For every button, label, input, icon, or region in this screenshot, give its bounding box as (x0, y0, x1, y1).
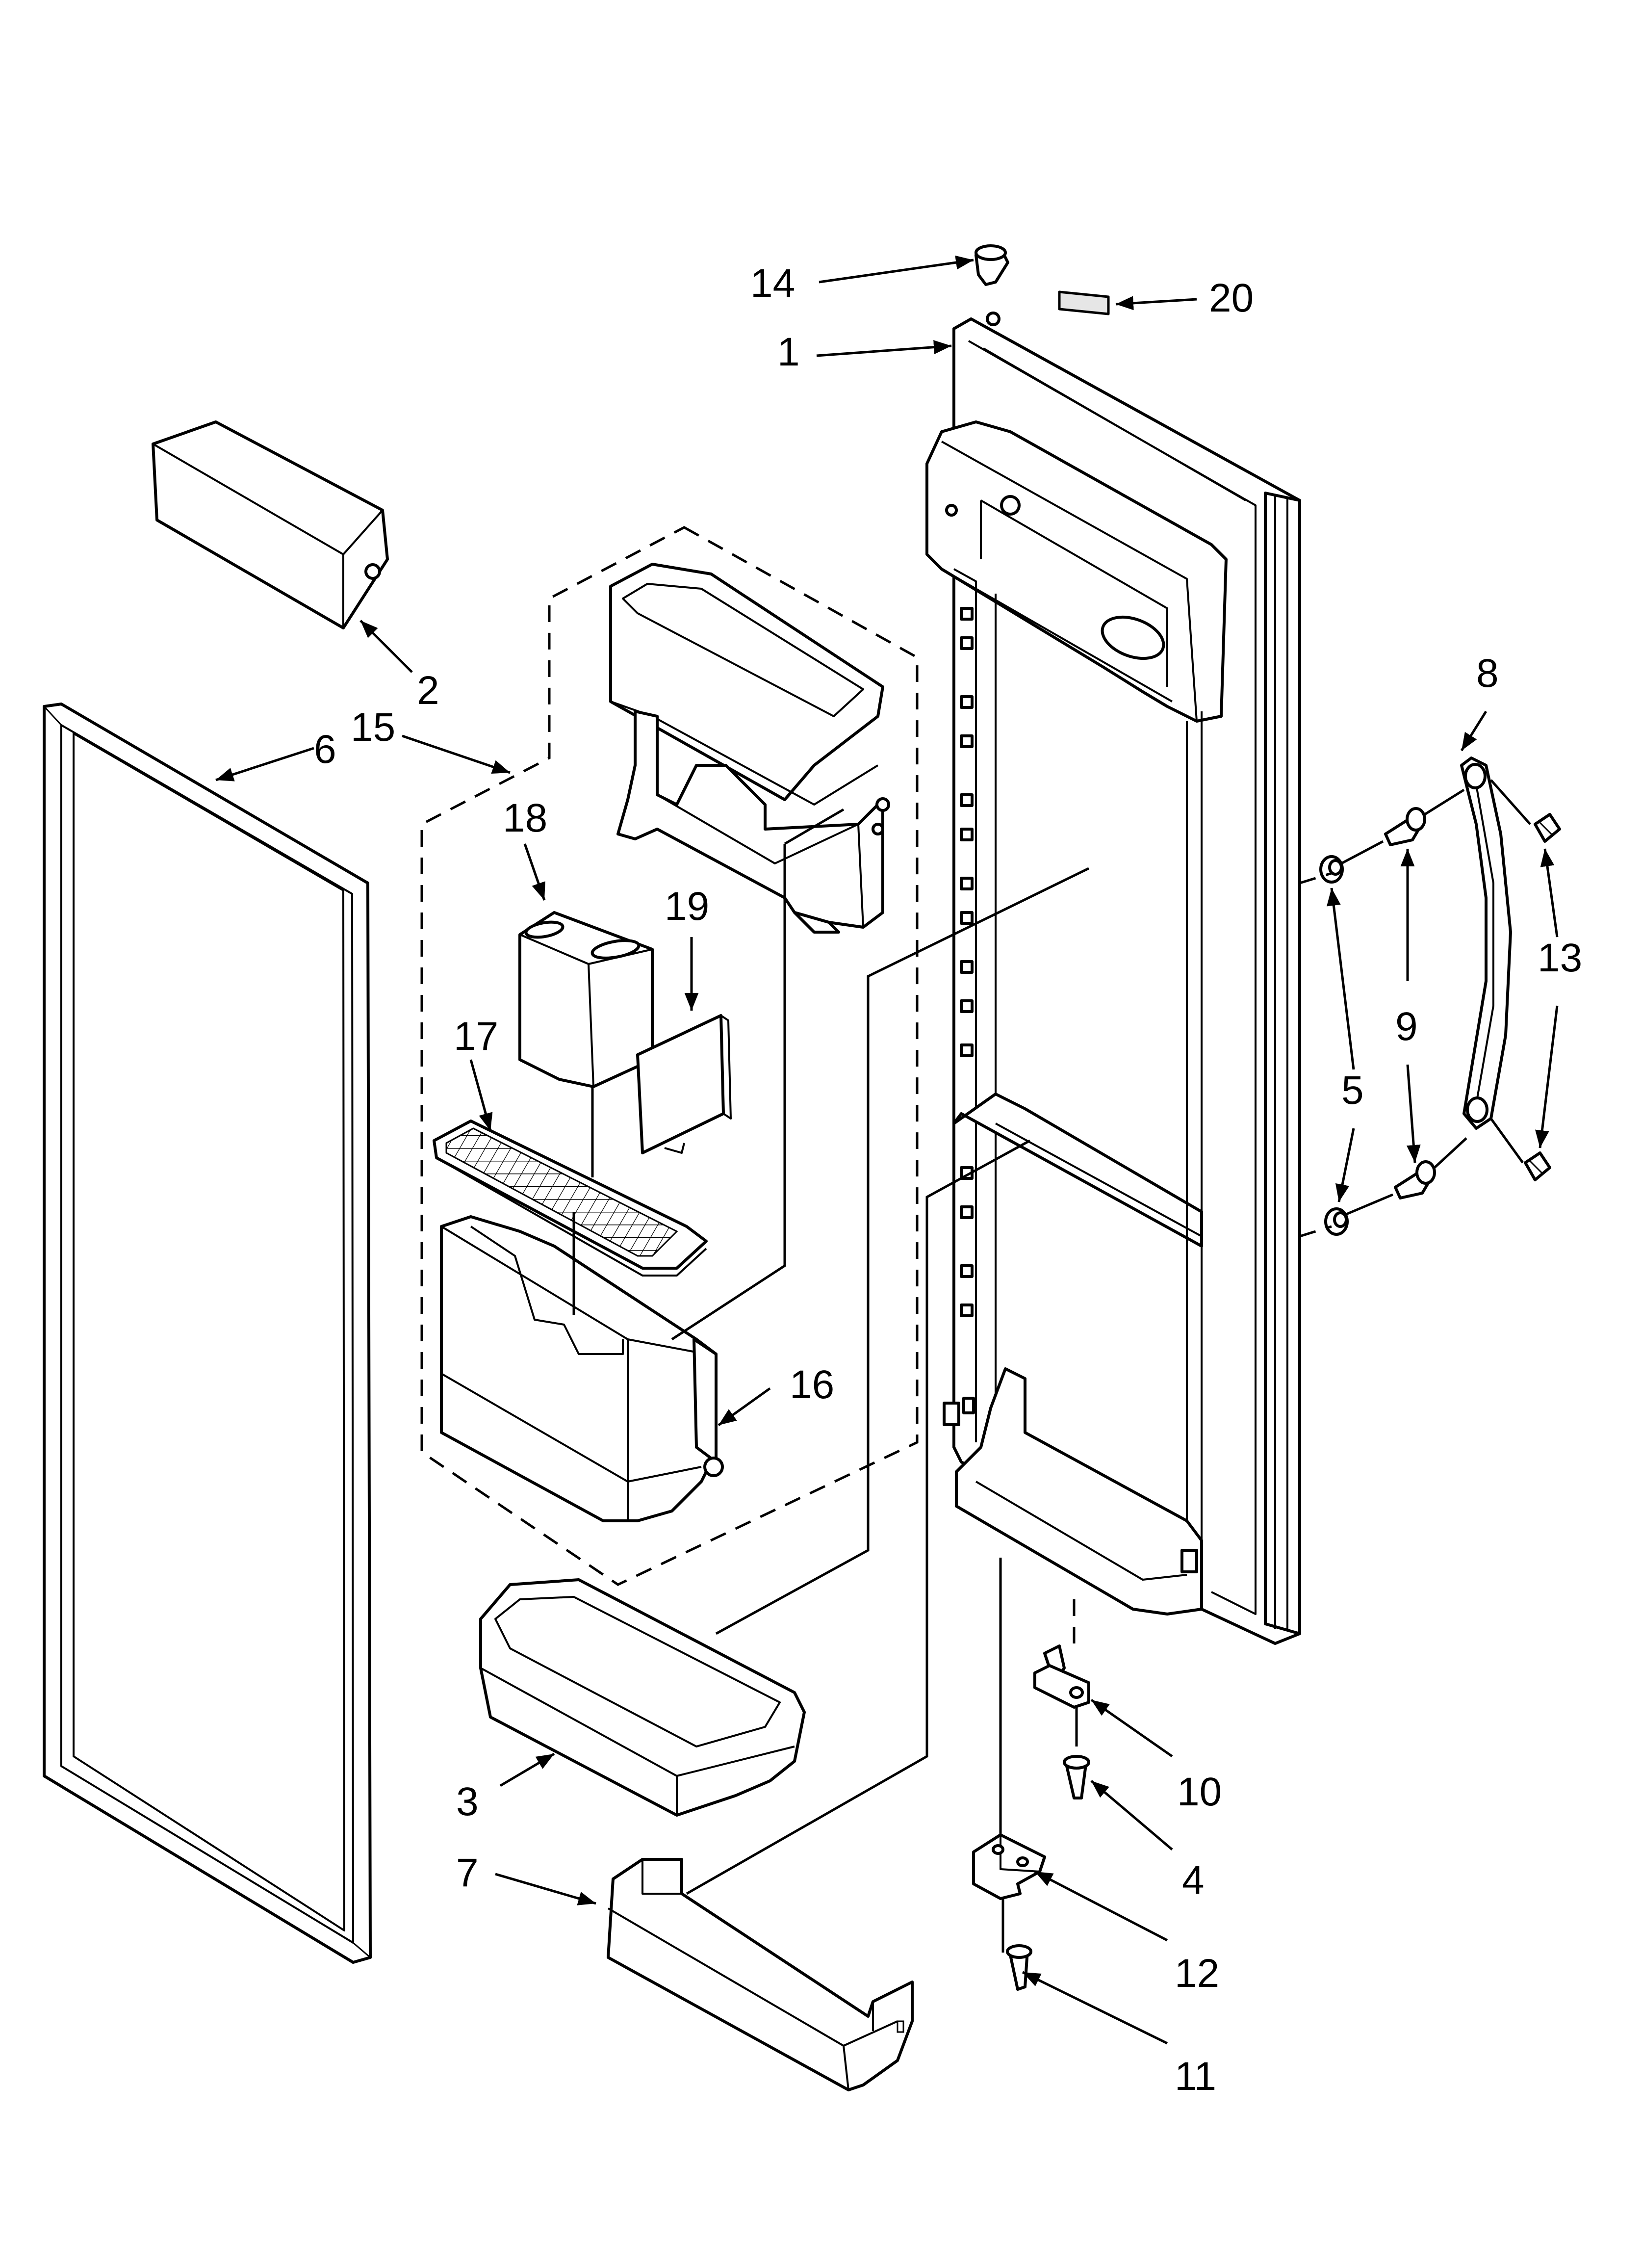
handle-spacer-part (1319, 855, 1349, 1236)
dispenser-cover-part (152, 420, 389, 629)
callout-labels: 14 20 1 2 6 15 18 19 17 16 3 7 8 13 9 5 … (314, 261, 1582, 2099)
bracket-screw-part (1006, 1944, 1032, 1991)
assembly-lines (572, 779, 1531, 1953)
callout-16: 16 (790, 1362, 834, 1407)
callout-5: 5 (1341, 1068, 1364, 1113)
door-handle-part (1460, 756, 1512, 1130)
callout-12: 12 (1175, 1951, 1219, 1996)
shelf-lug-row (960, 607, 974, 1317)
ice-bucket-part (440, 1215, 724, 1522)
callout-4: 4 (1182, 1858, 1205, 1903)
hinge-bracket-part (972, 1833, 1046, 1900)
drip-grille-part (433, 1120, 708, 1277)
callout-9: 9 (1395, 1004, 1418, 1049)
callout-8: 8 (1476, 651, 1499, 696)
door-bin-part (479, 1578, 806, 1817)
handle-screw-part (1384, 807, 1436, 1199)
callout-20: 20 (1209, 276, 1254, 320)
door-plug-part (975, 244, 1009, 326)
callout-10: 10 (1177, 1770, 1222, 1814)
callout-11: 11 (1175, 2054, 1216, 2099)
ice-bin-part (609, 563, 890, 934)
callout-3: 3 (456, 1779, 479, 1824)
callout-18: 18 (503, 796, 547, 840)
assembly-group-outline (420, 526, 919, 1586)
hinge-screw-part (1063, 1755, 1090, 1799)
callout-6: 6 (314, 727, 336, 772)
hinge-pin-part (1033, 1644, 1090, 1709)
callout-17: 17 (454, 1014, 498, 1059)
callout-19: 19 (665, 884, 709, 929)
callout-15: 15 (351, 705, 395, 750)
door-gasket-part (43, 703, 372, 1964)
callout-14: 14 (750, 261, 795, 306)
callout-7: 7 (456, 1851, 479, 1895)
callout-arrows (215, 255, 1559, 2045)
handle-set-screw-part (1524, 813, 1561, 1181)
bottom-shelf-bin-part (607, 1858, 914, 2091)
callout-13: 13 (1538, 936, 1582, 980)
callout-2: 2 (417, 668, 439, 713)
ice-cup-part (518, 911, 654, 1088)
door-label-part (1058, 290, 1110, 315)
door-liner-part (925, 317, 1301, 1645)
ice-flap-part (636, 1014, 732, 1154)
callout-1: 1 (777, 330, 800, 374)
